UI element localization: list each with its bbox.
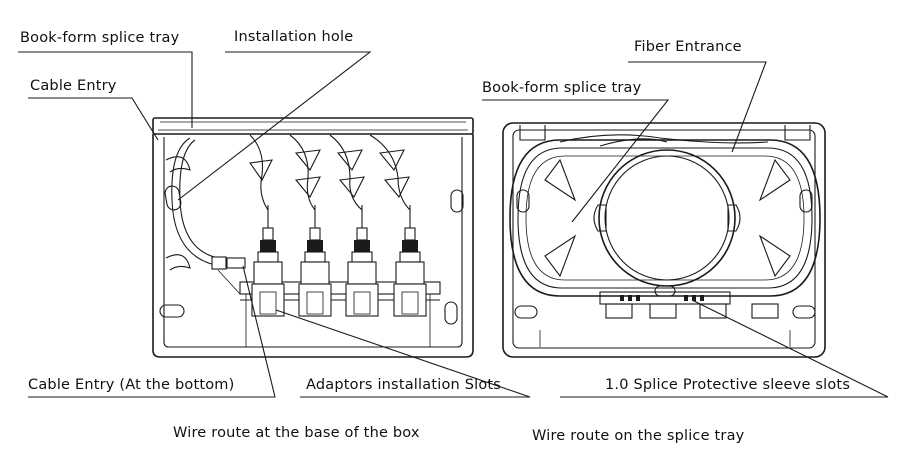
right-box-splice-tray — [502, 122, 826, 358]
fiber-connectors — [251, 205, 427, 317]
label-book-form-tray-left: Book-form splice tray — [20, 30, 180, 46]
mounting-hole — [450, 189, 464, 213]
mounting-hole — [799, 189, 813, 213]
mounting-hole — [514, 305, 538, 319]
connector-1 — [251, 205, 285, 317]
label-adaptors-slots: Adaptors installation Slots — [306, 377, 501, 393]
label-splice-sleeve-slots: 1.0 Splice Protective sleeve slots — [605, 377, 850, 393]
mounting-hole — [792, 305, 816, 319]
label-installation-hole: Installation hole — [234, 29, 353, 45]
leader-lines — [18, 51, 889, 398]
left-box-base — [152, 117, 474, 358]
labels: Book-form splice tray Installation hole … — [20, 29, 850, 444]
connector-3 — [345, 205, 379, 317]
mounting-hole — [444, 301, 458, 325]
label-cable-entry: Cable Entry — [30, 78, 117, 94]
connector-4 — [393, 205, 427, 317]
connector-2 — [298, 205, 332, 317]
label-wire-route-tray: Wire route on the splice tray — [532, 428, 745, 444]
label-book-form-tray-right: Book-form splice tray — [482, 80, 642, 96]
label-wire-route-base: Wire route at the base of the box — [173, 425, 420, 441]
mounting-hole — [516, 189, 530, 213]
label-cable-entry-bottom: Cable Entry (At the bottom) — [28, 377, 234, 393]
label-fiber-entrance: Fiber Entrance — [634, 39, 742, 55]
mounting-hole — [159, 304, 185, 318]
